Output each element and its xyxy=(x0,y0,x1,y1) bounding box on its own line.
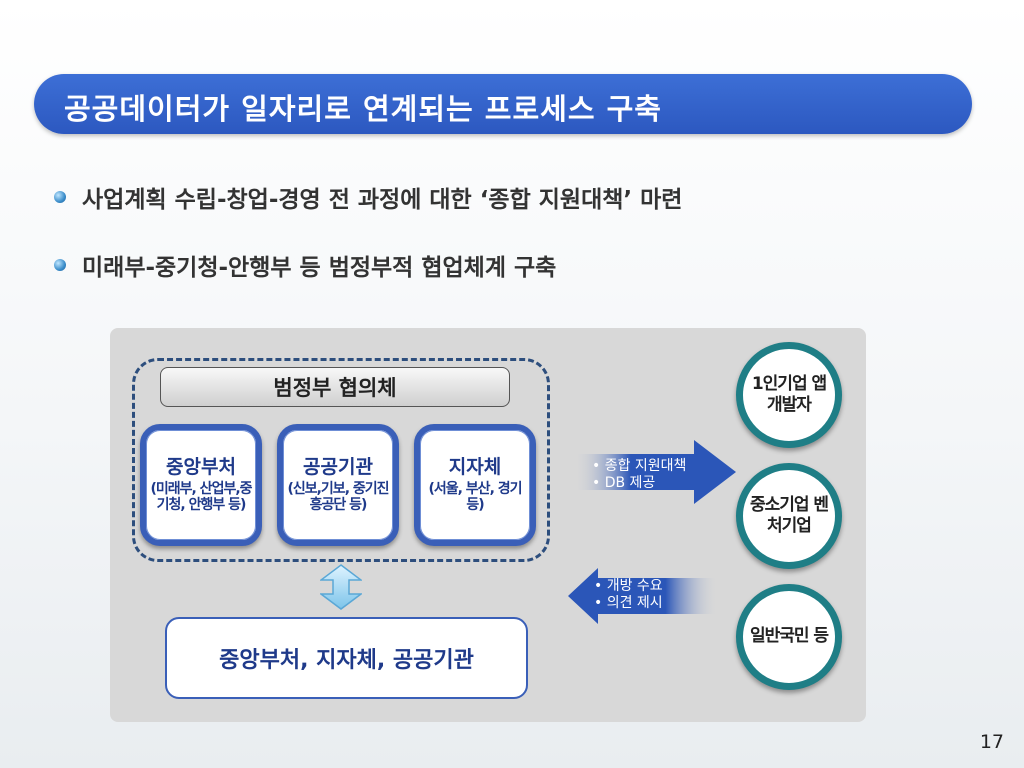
council-label: 범정부 협의체 xyxy=(160,367,510,407)
org-box-local-governments: 지자체 (서울, 부산, 경기 등) xyxy=(414,424,536,546)
org-box-central-ministries: 중앙부처 (미래부, 산업부,중기청, 안행부 등) xyxy=(140,424,262,546)
org-desc: (신보,기보, 중기진흥공단 등) xyxy=(287,480,389,514)
bullet-item-1: 사업계획 수립-창업-경영 전 과정에 대한 ‘종합 지원대책’ 마련 xyxy=(54,180,682,214)
target-circle-citizens: 일반국민 등 xyxy=(736,584,842,690)
arrow-right-text: • 종합 지원대책 • DB 제공 xyxy=(592,458,686,492)
result-box: 중앙부처, 지자체, 공공기관 xyxy=(165,617,528,699)
target-label: 1인기업 앱 개발자 xyxy=(751,373,827,415)
target-label: 중소기업 벤처기업 xyxy=(749,494,829,536)
target-label: 일반국민 등 xyxy=(749,626,829,647)
org-name: 지자체 xyxy=(448,455,502,478)
org-desc: (서울, 부산, 경기 등) xyxy=(428,480,522,514)
page-number: 17 xyxy=(979,731,1004,753)
bullet-item-2: 미래부-중기청-안행부 등 범정부적 협업체계 구축 xyxy=(54,248,556,282)
org-box-public-institutions: 공공기관 (신보,기보, 중기진흥공단 등) xyxy=(277,424,399,546)
slide-title: 공공데이터가 일자리로 연계되는 프로세스 구축 xyxy=(64,92,662,126)
arrow-left-icon xyxy=(568,568,718,624)
bullet-dot-icon xyxy=(54,259,66,271)
slide-title-bar: 공공데이터가 일자리로 연계되는 프로세스 구축 xyxy=(34,74,972,134)
org-name: 중앙부처 xyxy=(166,455,236,478)
arrow-right-line: • 종합 지원대책 xyxy=(592,458,687,474)
org-name: 공공기관 xyxy=(303,455,373,478)
target-circle-sme: 중소기업 벤처기업 xyxy=(736,463,842,569)
arrow-right-line: • DB 제공 xyxy=(592,475,656,491)
arrow-left-text: • 개방 수요 • 의견 제시 xyxy=(594,578,663,612)
org-desc: (미래부, 산업부,중기청, 안행부 등) xyxy=(150,480,252,514)
arrow-left-line: • 개방 수요 xyxy=(594,578,663,594)
bullet-text: 미래부-중기청-안행부 등 범정부적 협업체계 구축 xyxy=(82,255,557,281)
government-group-outline xyxy=(132,358,550,562)
arrow-left-line: • 의견 제시 xyxy=(594,595,663,611)
bullet-text: 사업계획 수립-창업-경영 전 과정에 대한 ‘종합 지원대책’ 마련 xyxy=(82,187,683,213)
target-circle-app-developer: 1인기업 앱 개발자 xyxy=(736,342,842,448)
bidirectional-arrow-icon xyxy=(320,564,362,610)
arrow-right-icon xyxy=(574,440,736,504)
bullet-dot-icon xyxy=(54,191,66,203)
